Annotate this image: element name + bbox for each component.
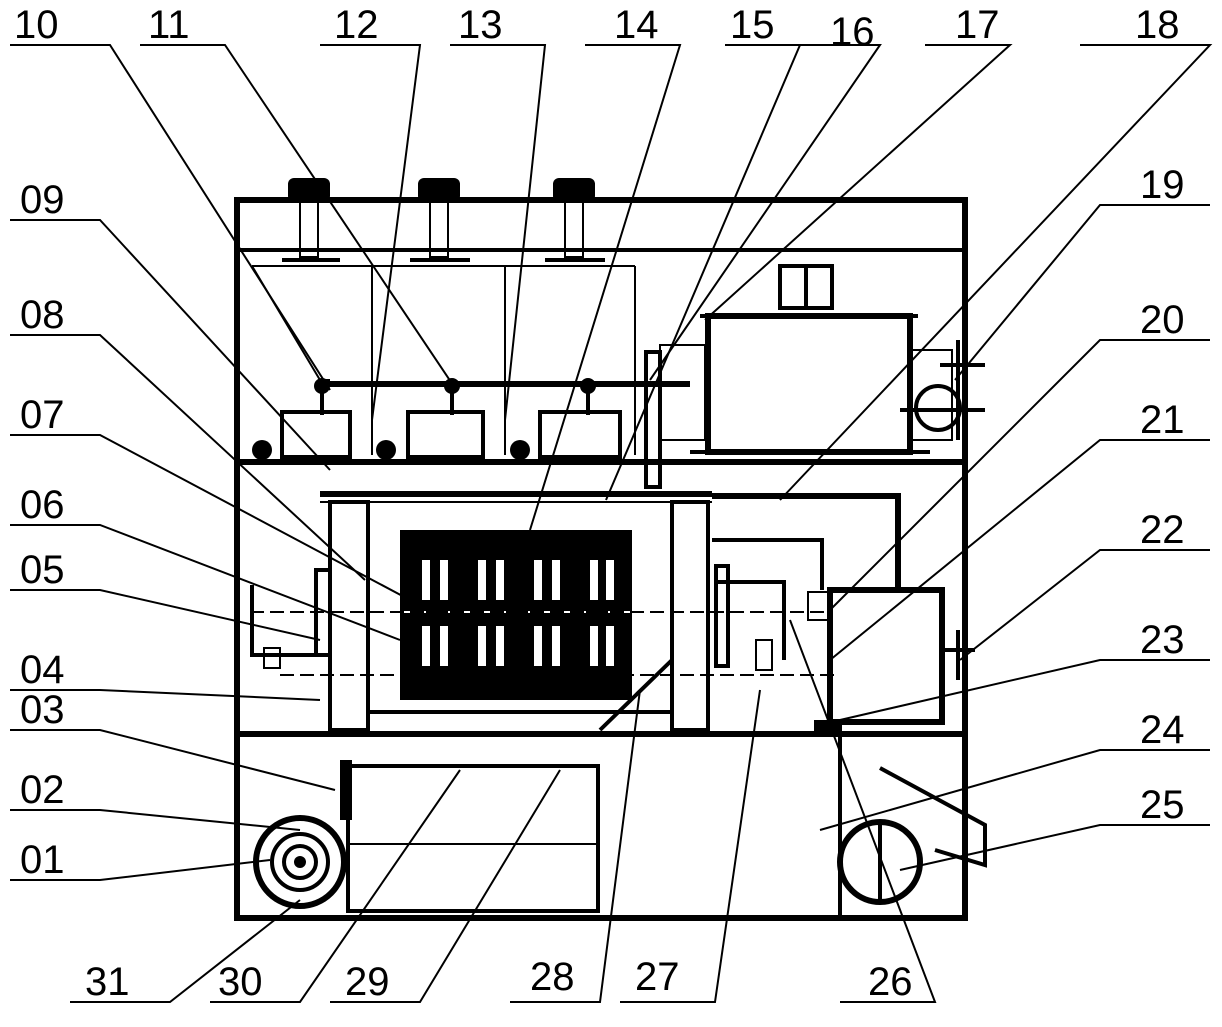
label-27: 27 [635,955,680,999]
rotary-drum [400,530,632,700]
label-01: 01 [20,838,65,882]
label-25: 25 [1140,783,1185,827]
label-12: 12 [334,3,379,47]
left-wheel [253,815,347,909]
label-26: 26 [868,960,913,1004]
motor-unit [690,264,985,455]
pump-piping [712,493,901,671]
drive-shaft [250,568,840,676]
water-tank [814,587,975,732]
chamber-top-rail [320,491,712,503]
label-21: 21 [1140,398,1185,442]
top-knobs [282,178,605,262]
spray-pipe [314,378,690,415]
label-15: 15 [730,3,775,47]
valve-boxes [252,410,622,460]
label-20: 20 [1140,298,1185,342]
right-section [837,734,987,918]
label-08: 08 [20,293,65,337]
label-03: 03 [20,688,65,732]
callout-labels: 10 11 12 13 14 15 16 17 18 09 08 07 06 0… [14,3,1185,1004]
label-23: 23 [1140,618,1185,662]
label-17: 17 [955,3,1000,47]
label-07: 07 [20,393,65,437]
label-29: 29 [345,960,390,1004]
label-06: 06 [20,483,65,527]
label-13: 13 [458,3,503,47]
label-11: 11 [148,3,190,47]
leader-lines [10,44,1213,1003]
label-18: 18 [1135,3,1180,47]
outer-frame [234,197,968,921]
collection-box [340,760,600,913]
label-16: 16 [830,10,875,54]
label-14: 14 [614,3,659,47]
label-10: 10 [14,3,59,47]
label-19: 19 [1140,163,1185,207]
label-28: 28 [530,955,575,999]
label-30: 30 [218,960,263,1004]
label-31: 31 [85,960,130,1004]
label-22: 22 [1140,508,1185,552]
label-05: 05 [20,548,65,592]
vertical-feed-pipe [644,344,706,489]
hoppers [251,265,636,455]
label-24: 24 [1140,708,1185,752]
label-02: 02 [20,768,65,812]
label-09: 09 [20,178,65,222]
label-04: 04 [20,648,65,692]
